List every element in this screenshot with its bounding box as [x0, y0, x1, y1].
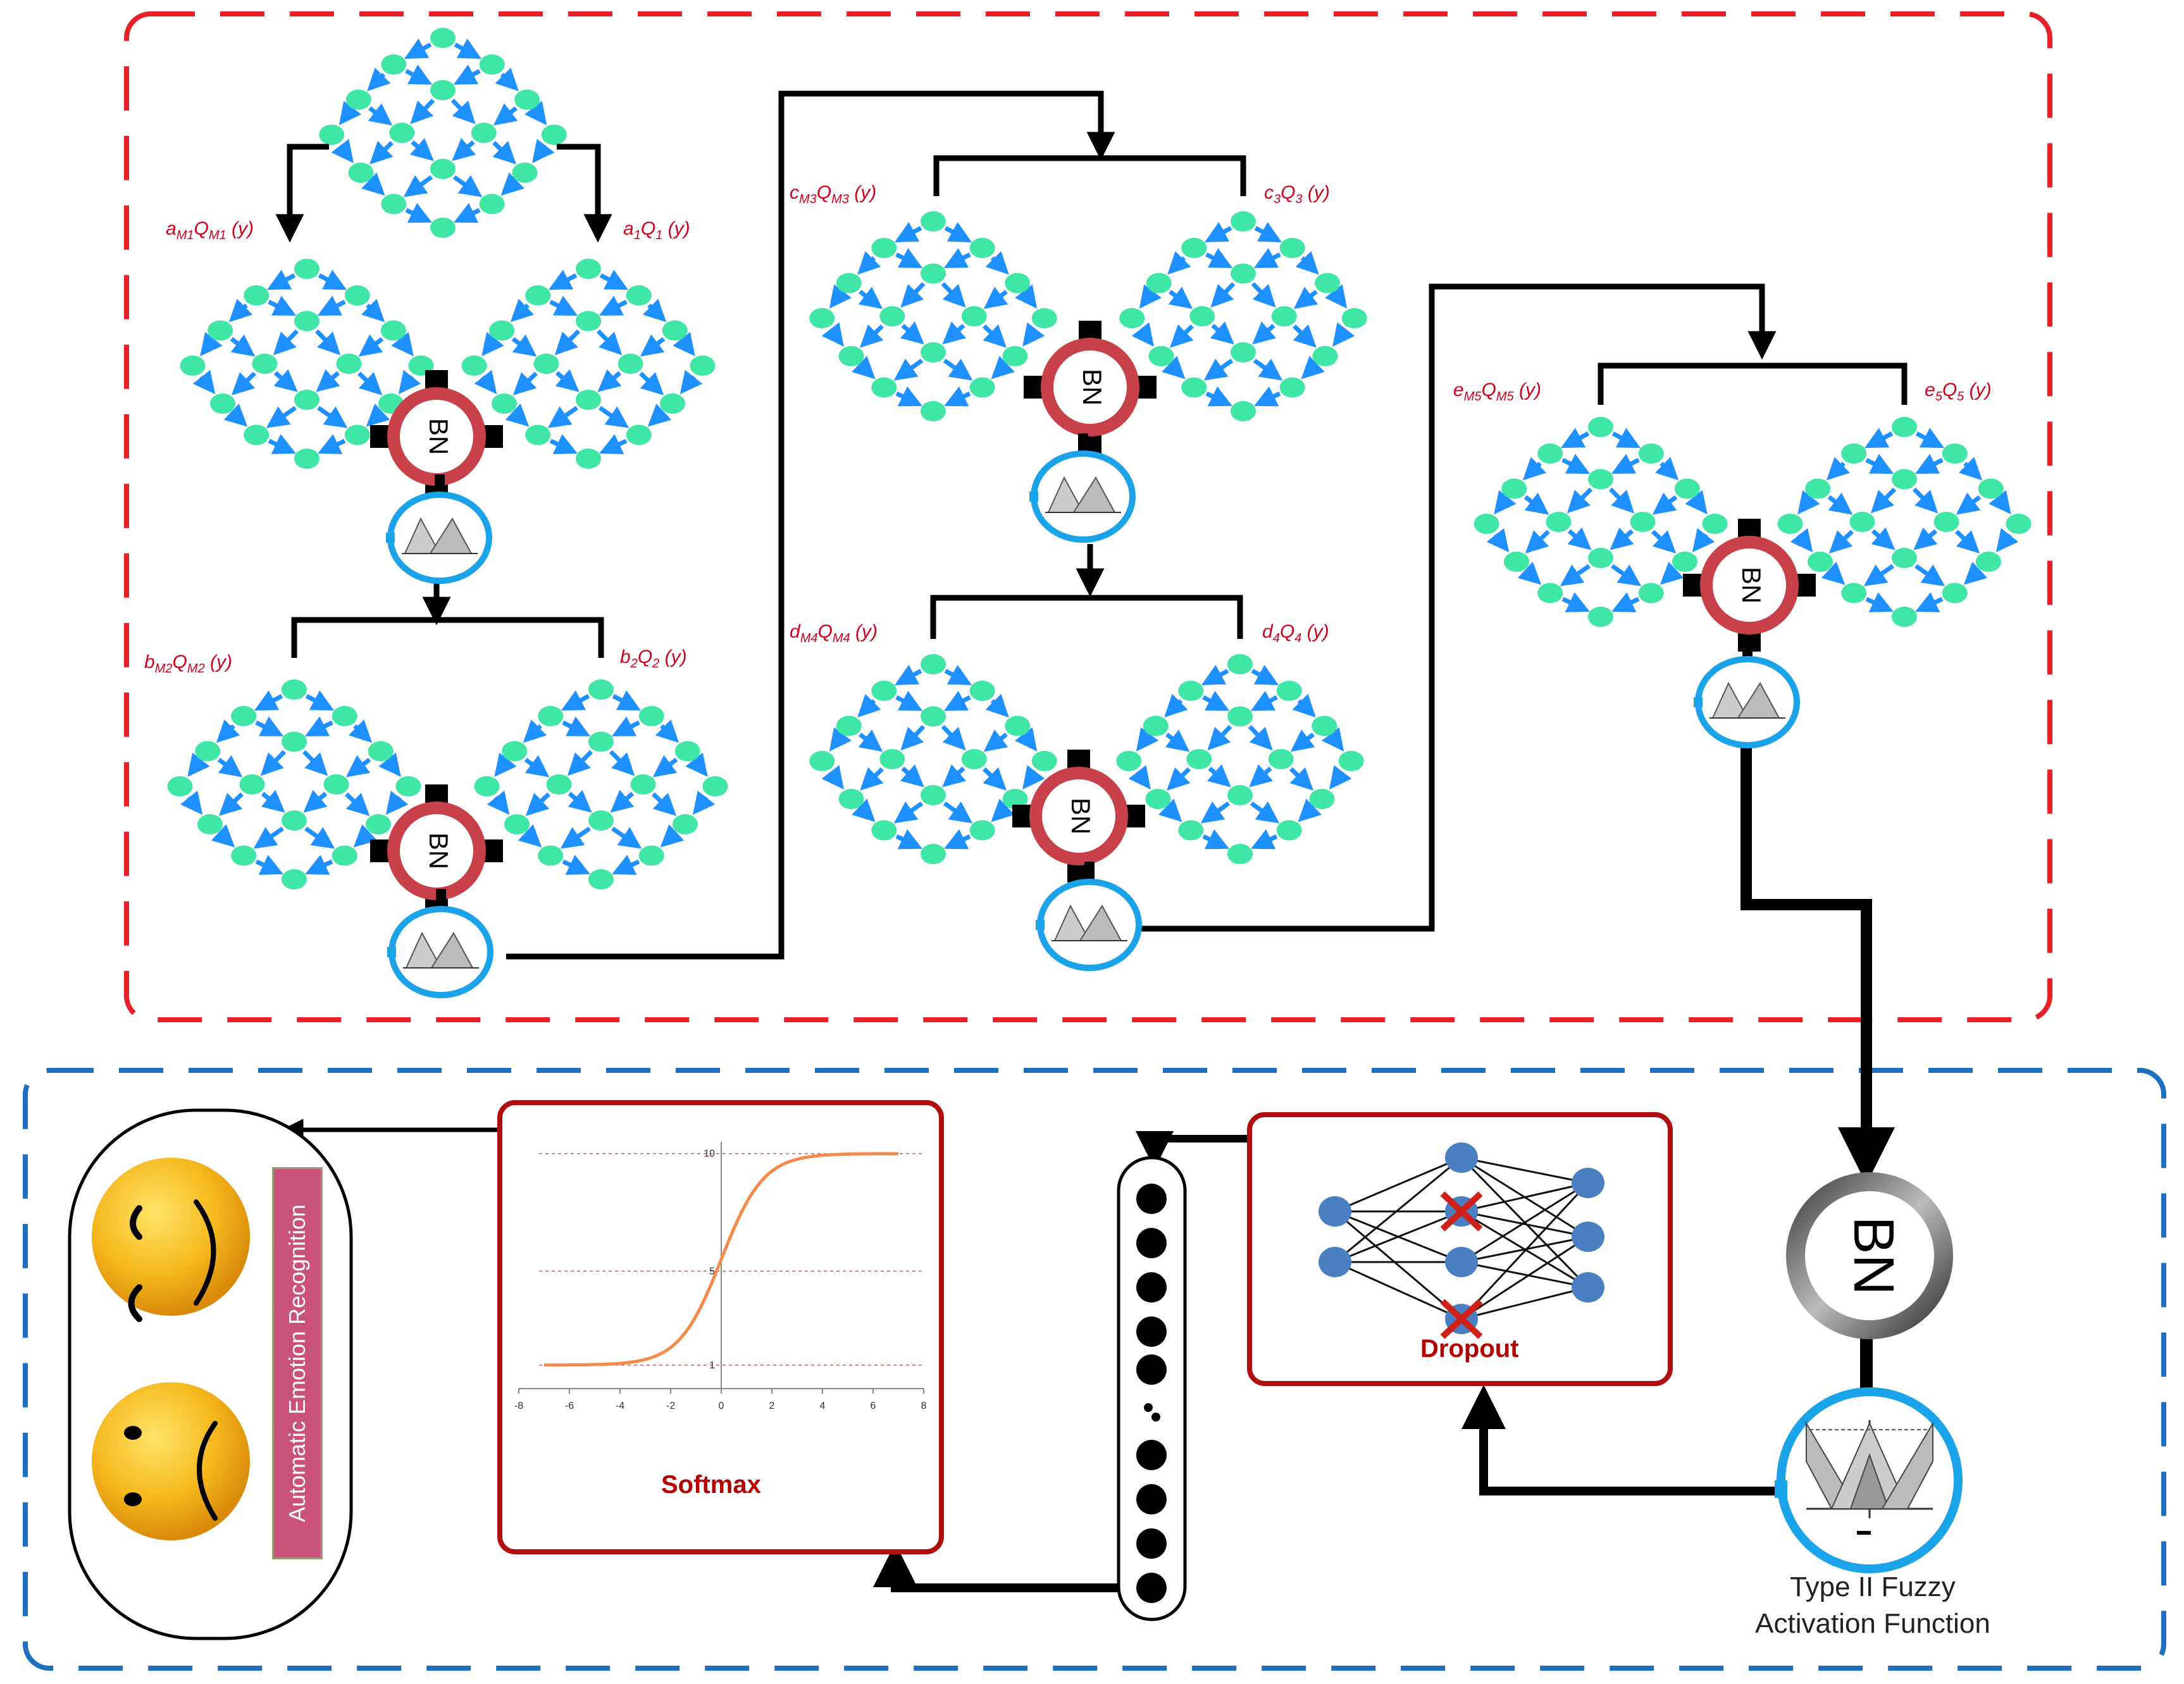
bn-stage1: BN	[370, 370, 503, 503]
graph-c-3	[1119, 211, 1367, 421]
graph-b-2	[474, 679, 728, 889]
dropout-network	[1318, 1142, 1604, 1339]
graph-c-m3	[809, 211, 1057, 421]
classification-region	[23, 1068, 2166, 1671]
svg-text:0: 0	[719, 1401, 724, 1411]
activation-stage4	[1036, 862, 1142, 971]
label-e-5: e5Q5 (y)	[1925, 380, 1992, 404]
svg-text:10: 10	[704, 1149, 715, 1160]
graph-a-m1	[180, 259, 434, 469]
connector-lines	[275, 90, 1908, 1592]
type2-fuzzy-activation	[1775, 1387, 1963, 1573]
activation-stage2	[387, 889, 493, 998]
label-c-3: c3Q3 (y)	[1264, 182, 1330, 206]
activation-icons	[386, 433, 1800, 998]
label-d-m4: dM4QM4 (y)	[790, 621, 878, 645]
bn-label: BN	[1077, 369, 1107, 406]
activation-caption-line1: Type II Fuzzy	[1790, 1571, 1956, 1602]
svg-text:-2: -2	[666, 1401, 675, 1411]
graph-a-1	[461, 259, 716, 469]
dropout-box	[1247, 1112, 1673, 1386]
activation-caption: Type II Fuzzy Activation Function	[1696, 1569, 2050, 1642]
final-bn-label: BN	[1842, 1216, 1905, 1295]
graph-e-5	[1777, 417, 2032, 627]
bn-label: BN	[424, 418, 454, 455]
svg-text:8: 8	[921, 1401, 927, 1411]
graph-source	[319, 28, 567, 238]
bn-label: BN	[1737, 567, 1766, 604]
svg-text:2: 2	[769, 1401, 775, 1411]
activation-caption-line2: Activation Function	[1755, 1608, 1990, 1639]
label-c-m3: cM3QM3 (y)	[790, 182, 877, 206]
bn-label: BN	[424, 833, 454, 869]
label-a-m1: aM1QM1 (y)	[166, 218, 254, 242]
softmax-box: -8 -6 -4 -2 0 2 4 6 8 1 5 10	[497, 1100, 944, 1554]
label-a-1: a1Q1 (y)	[623, 218, 690, 242]
svg-text:5: 5	[709, 1266, 715, 1277]
graph-d-m4	[809, 654, 1057, 864]
graph-clusters	[167, 28, 2032, 889]
softmax-title: Softmax	[661, 1471, 761, 1499]
activation-stage5	[1694, 639, 1800, 748]
final-bn-block: BN	[1786, 1172, 1953, 1339]
happy-face-icon	[92, 1158, 250, 1322]
bn-label: BN	[1066, 798, 1096, 834]
label-b-2: b2Q2 (y)	[620, 647, 687, 671]
output-label: Automatic Emotion Recognition	[284, 1204, 310, 1523]
bn-blocks: BN BN BN BN BN	[370, 321, 1816, 917]
label-b-m2: bM2QM2 (y)	[144, 652, 232, 676]
svg-text:-8: -8	[514, 1401, 523, 1411]
sigmoid-chart: -8 -6 -4 -2 0 2 4 6 8 1 5 10	[514, 1142, 927, 1411]
svg-text:1: 1	[709, 1360, 715, 1371]
bn-stage3: BN	[1024, 321, 1157, 454]
label-e-m5: eM5QM5 (y)	[1453, 380, 1541, 404]
bn-stage2: BN	[370, 784, 503, 917]
sad-face-icon	[92, 1382, 250, 1540]
svg-text:-6: -6	[565, 1401, 574, 1411]
bn-stage4: BN	[1012, 750, 1145, 882]
bn-stage5: BN	[1683, 519, 1816, 652]
svg-text:4: 4	[820, 1401, 826, 1411]
bayesian-network-region	[124, 11, 2052, 1022]
svg-text:6: 6	[871, 1401, 876, 1411]
output-label-banner: Automatic Emotion Recognition	[272, 1167, 323, 1559]
graph-b-m2	[167, 679, 421, 889]
activation-stage1	[386, 474, 492, 584]
dropout-title: Dropout	[1420, 1335, 1519, 1363]
graph-d-4	[1116, 654, 1364, 864]
label-d-4: d4Q4 (y)	[1262, 621, 1329, 645]
svg-text:-4: -4	[616, 1401, 624, 1411]
activation-stage3	[1029, 433, 1136, 543]
graph-e-m5	[1474, 417, 1728, 627]
feature-vector	[1117, 1156, 1187, 1621]
